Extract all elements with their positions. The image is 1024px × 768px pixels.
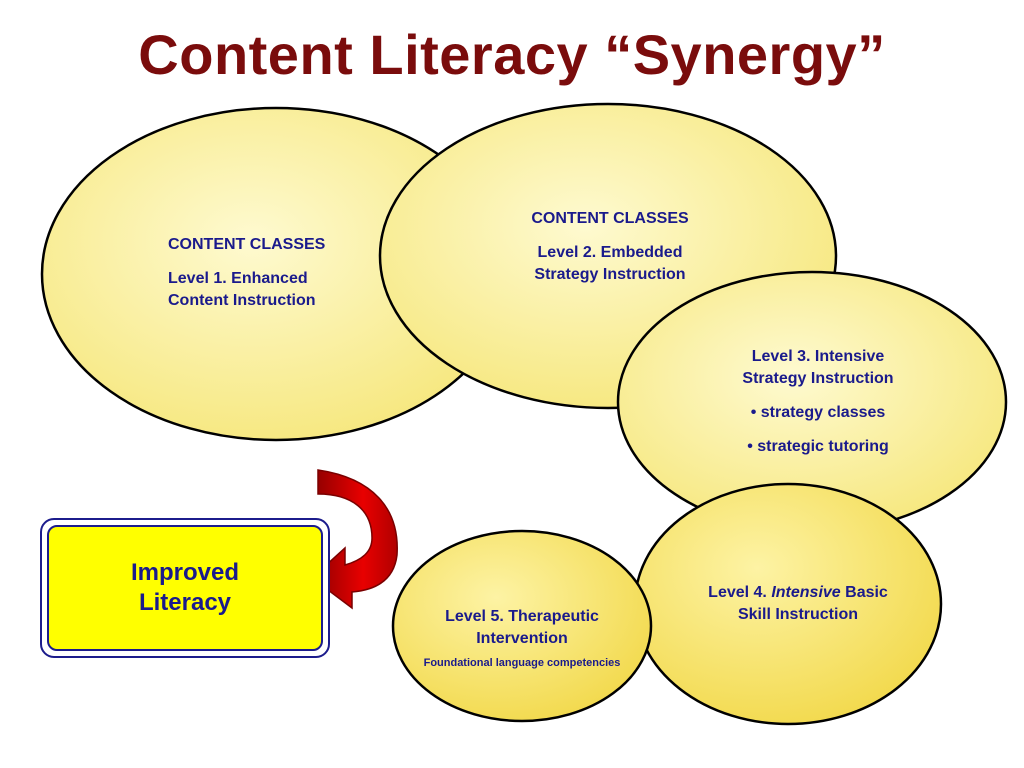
level5-line1: Level 5. Therapeutic xyxy=(445,608,599,625)
level4-emphasis: Intensive xyxy=(771,584,841,601)
level3-line1: Level 3. Intensive xyxy=(751,348,885,365)
level5-sub: Foundational language competencies xyxy=(423,657,621,669)
level3-bullet2: • strategic tutoring xyxy=(747,438,889,455)
improved-literacy-inner: Improved Literacy xyxy=(47,525,323,651)
level3-text: Level 3. Intensive Strategy Instruction … xyxy=(668,346,968,458)
level1-line2: Content Instruction xyxy=(168,292,316,309)
level5-line2: Intervention xyxy=(476,630,568,647)
curved-arrow-left-icon xyxy=(310,469,398,610)
level1-text: CONTENT CLASSES Level 1. Enhanced Conten… xyxy=(168,234,408,312)
level5-ellipse xyxy=(391,529,653,723)
slide-title: Content Literacy “Synergy” xyxy=(138,23,886,86)
level3-line2: Strategy Instruction xyxy=(742,370,894,387)
level2-heading: CONTENT CLASSES xyxy=(531,210,689,227)
level5-text: Level 5. Therapeutic Intervention Founda… xyxy=(393,606,651,670)
level4-suffix: Basic xyxy=(840,584,888,601)
level4-prefix: Level 4. xyxy=(708,584,772,601)
improved-literacy-box: Improved Literacy xyxy=(40,518,330,658)
level2-text: CONTENT CLASSES Level 2. Embedded Strate… xyxy=(470,208,750,286)
level1-heading: CONTENT CLASSES xyxy=(168,236,326,253)
level1-line1: Level 1. Enhanced xyxy=(168,270,308,287)
outcome-line1: Improved xyxy=(130,559,240,586)
level4-line2: Skill Instruction xyxy=(737,606,858,623)
level2-line2: Strategy Instruction xyxy=(534,266,686,283)
level2-line1: Level 2. Embedded xyxy=(537,244,683,261)
level4-text: Level 4. Intensive Basic Skill Instructi… xyxy=(660,582,936,626)
level3-bullet1: • strategy classes xyxy=(750,404,886,421)
outcome-line2: Literacy xyxy=(138,589,232,616)
